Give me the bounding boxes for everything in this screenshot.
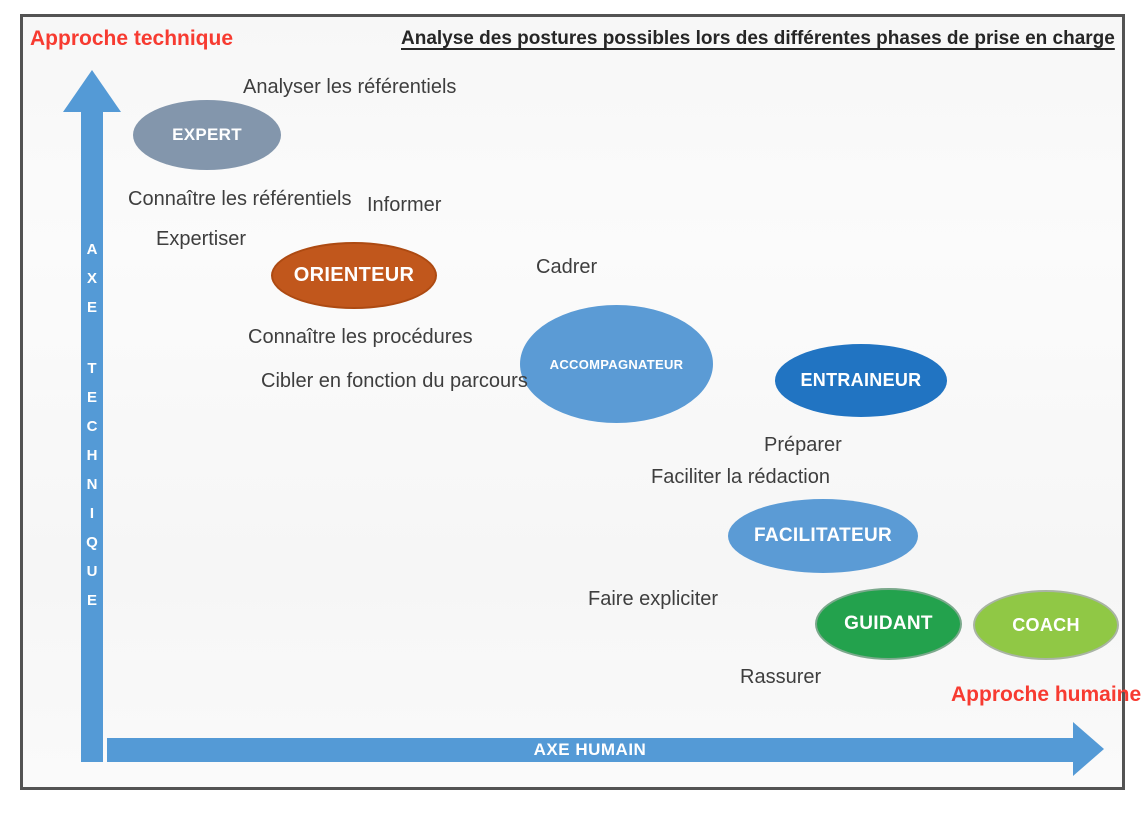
- annotation-analyser-les-referentiels: Analyser les référentiels: [243, 76, 457, 98]
- annotation-preparer: Préparer: [764, 434, 842, 456]
- annotation-cadrer: Cadrer: [536, 256, 598, 278]
- axis-letter: N: [86, 476, 98, 493]
- horizontal-axis-label: AXE HUMAIN: [533, 740, 647, 759]
- annotation-cibler-en-fonction-du-parcours: Cibler en fonction du parcours: [261, 370, 528, 392]
- annotation-connaitre-les-referentiels: Connaître les référentiels: [128, 188, 352, 210]
- axis-letter: U: [86, 563, 98, 580]
- horizontal-axis-arrowhead-icon: [1073, 722, 1104, 776]
- annotation-informer: Informer: [367, 194, 442, 216]
- posture-ellipse-coach: COACH: [973, 590, 1119, 660]
- posture-ellipse-entraineur: ENTRAINEUR: [775, 344, 947, 417]
- horizontal-axis-bar: AXE HUMAIN: [107, 738, 1073, 762]
- approche-humaine-label: Approche humaine: [951, 683, 1142, 706]
- annotation-faciliter-la-redaction: Faciliter la rédaction: [651, 466, 830, 488]
- axis-letter: Q: [86, 534, 98, 551]
- posture-ellipse-expert: EXPERT: [133, 100, 281, 170]
- annotation-rassurer: Rassurer: [740, 666, 822, 688]
- axis-letter: H: [86, 447, 98, 464]
- axis-letter: C: [86, 418, 98, 435]
- axis-letter: I: [89, 505, 95, 522]
- vertical-axis-arrowhead-icon: [63, 70, 121, 112]
- annotation-faire-expliciter: Faire expliciter: [588, 588, 719, 610]
- axis-letter: A: [86, 241, 98, 258]
- axis-letter: E: [86, 299, 97, 316]
- posture-ellipse-guidant: GUIDANT: [815, 588, 962, 660]
- annotation-expertiser: Expertiser: [156, 228, 247, 250]
- axis-letter: E: [86, 389, 97, 406]
- annotation-connaitre-les-procedures: Connaître les procédures: [248, 326, 473, 348]
- approche-technique-label: Approche technique: [30, 27, 234, 50]
- diagram-frame: Approche technique Analyse des postures …: [20, 14, 1141, 790]
- posture-ellipse-facilitateur: FACILITATEUR: [728, 499, 918, 573]
- diagram-title: Analyse des postures possibles lors des …: [401, 28, 1115, 49]
- vertical-axis-label: A X E T E C H N I Q U E: [81, 235, 103, 615]
- axis-letter: E: [86, 592, 97, 609]
- vertical-axis-bar: [81, 108, 103, 762]
- axis-letter: X: [86, 270, 97, 287]
- posture-ellipse-orienteur: ORIENTEUR: [271, 242, 437, 309]
- posture-ellipse-accompagnateur: ACCOMPAGNATEUR: [520, 305, 713, 423]
- axis-letter: T: [87, 360, 97, 377]
